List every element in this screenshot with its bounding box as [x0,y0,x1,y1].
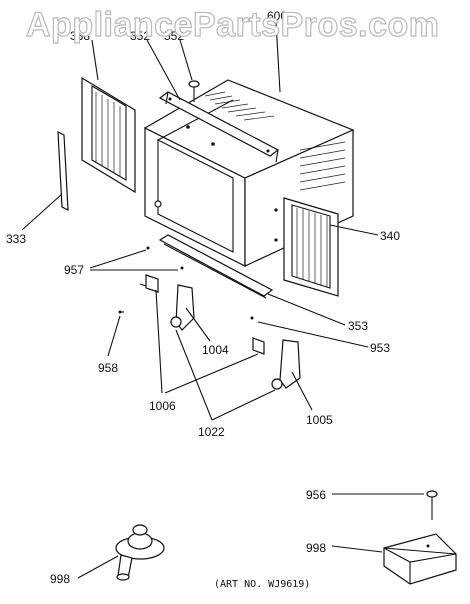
callout-1006: 1006 [149,399,176,413]
callout-998-right: 998 [306,541,326,555]
drain-fitting-998 [115,524,165,581]
callout-333: 333 [6,232,26,246]
callout-957: 957 [64,263,84,277]
callout-1004: 1004 [202,343,229,357]
callout-1022: 1022 [198,425,225,439]
sill-rail-353 [158,234,274,299]
curtain-340 [283,197,339,297]
callout-998-left: 998 [50,572,70,586]
bracket-957 [139,246,184,293]
screw-956 [426,490,438,520]
screw-958 [118,310,124,314]
support-1005 [271,339,301,390]
callout-552: 552 [164,29,184,43]
curtain-338 [81,76,136,194]
bracket-1006 [250,316,265,355]
callout-600: 600 [267,9,287,23]
callout-338: 338 [70,29,90,43]
bracket-998 [383,533,457,585]
callout-353: 353 [348,319,368,333]
support-1004 [170,284,195,331]
art-number: (ART NO. WJ9619) [214,579,310,590]
screw-552 [188,80,200,102]
callout-340: 340 [380,229,400,243]
seal-strip-333 [57,131,69,211]
callout-958: 958 [98,361,118,375]
rail-352 [158,91,280,163]
callout-956: 956 [306,488,326,502]
callout-953: 953 [370,341,390,355]
cabinet-600 [143,79,355,267]
callout-352: 352 [130,29,150,43]
callout-1005: 1005 [306,413,333,427]
leader-lines [21,21,424,579]
